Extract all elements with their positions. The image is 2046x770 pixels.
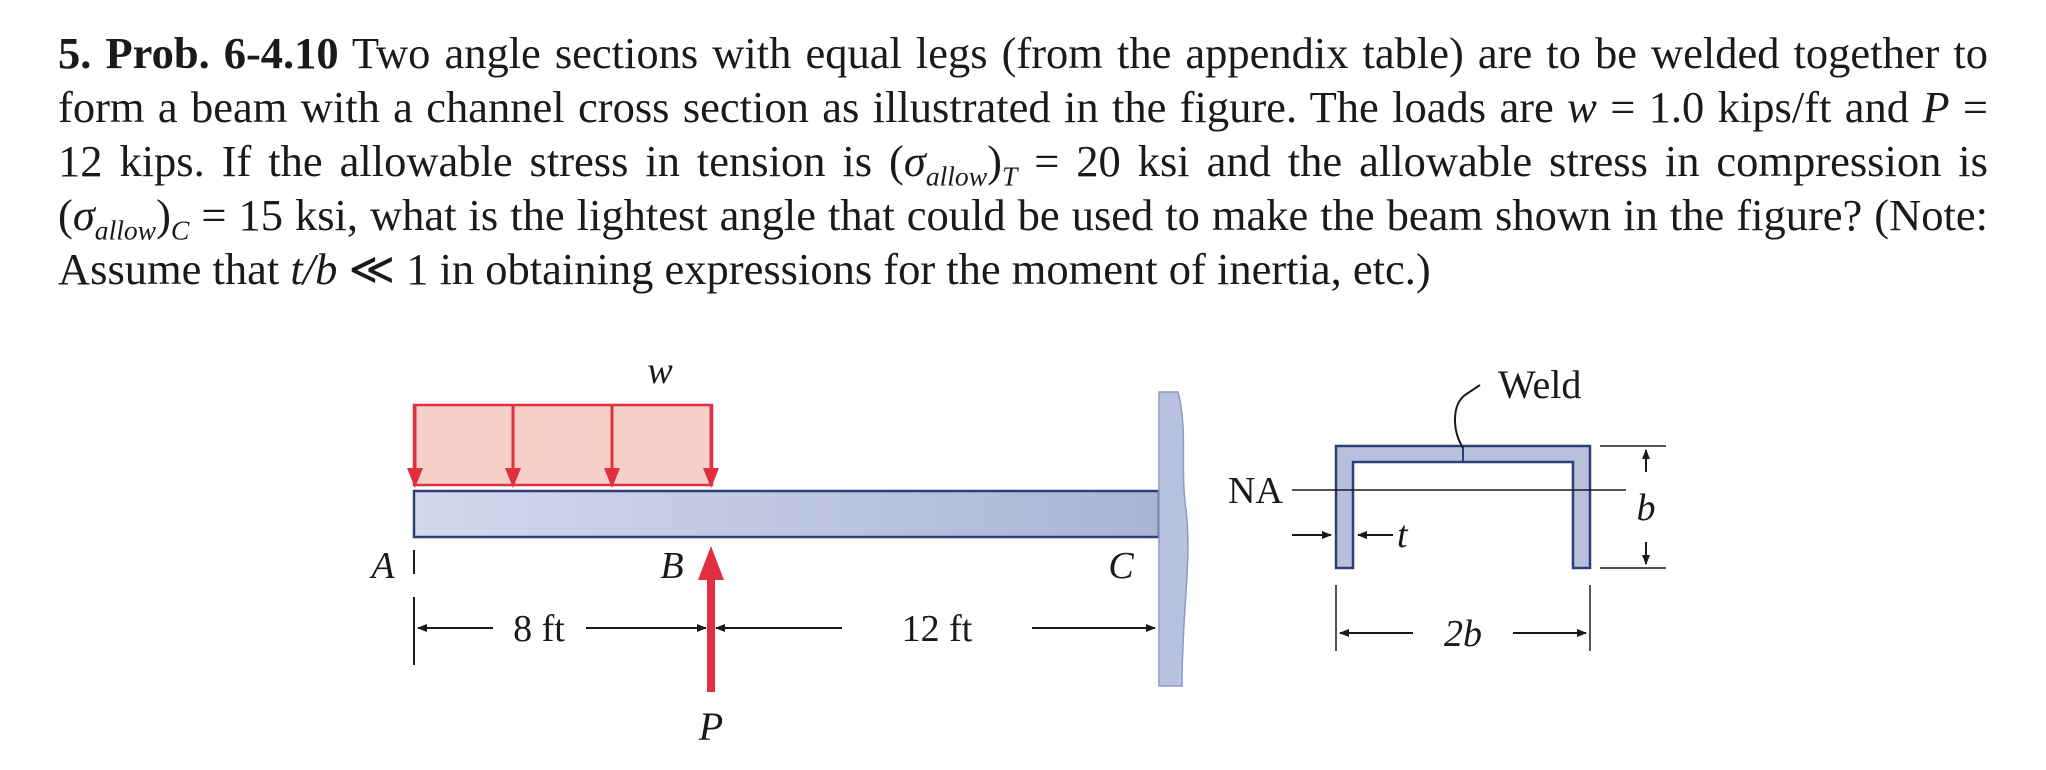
problem-statement: 5. Prob. 6-4.10 Two angle sections with … bbox=[58, 26, 1988, 296]
dimension-left-label: 8 ft bbox=[513, 608, 565, 650]
point-a-label: A bbox=[368, 545, 395, 587]
w-value: = 1.0 kips/ft and bbox=[1596, 82, 1923, 132]
sigma-symbol-c: σ bbox=[72, 190, 95, 240]
load-arrow bbox=[703, 405, 719, 488]
p-symbol: P bbox=[1922, 82, 1950, 132]
load-arrow bbox=[604, 405, 620, 488]
problem-reference: Prob. 6-4.10 bbox=[105, 28, 339, 78]
force-p-arrow bbox=[698, 546, 724, 692]
load-label: w bbox=[647, 350, 673, 392]
text-end: ≪ 1 in obtaining expressions for the mom… bbox=[337, 244, 1431, 294]
dimension-right: 12 ft bbox=[715, 608, 1156, 650]
thickness-label: t bbox=[1397, 514, 1409, 556]
load-arrow bbox=[407, 405, 423, 488]
channel-section: Weld NA t b 2b bbox=[1228, 362, 1666, 655]
paren-close-c: ) bbox=[156, 190, 171, 240]
fixed-wall bbox=[1158, 391, 1189, 687]
load-arrow bbox=[505, 405, 521, 488]
sigma-symbol-t: σ bbox=[903, 136, 926, 186]
problem-number: 5. bbox=[58, 28, 92, 78]
allow-subscript-c: allow bbox=[94, 214, 157, 246]
p-value: = 12 kips. If the allowable stress in te… bbox=[58, 82, 1988, 186]
force-p-label: P bbox=[698, 704, 723, 749]
t-over-b: t/b bbox=[290, 244, 338, 294]
channel-shape bbox=[1334, 444, 1592, 570]
tension-subscript: T bbox=[1001, 160, 1018, 192]
height-dimension: b bbox=[1600, 445, 1666, 569]
point-c-label: C bbox=[1108, 545, 1134, 587]
neutral-axis-label: NA bbox=[1228, 470, 1283, 512]
beam bbox=[412, 489, 1161, 539]
load-fill bbox=[412, 403, 714, 487]
width-dimension: 2b bbox=[1335, 585, 1591, 655]
text-1: Two angle sections with equal legs (from… bbox=[58, 28, 1989, 132]
tension-value: = 20 ksi and the allowable stress in com… bbox=[58, 136, 1988, 240]
allow-subscript-t: allow bbox=[925, 160, 988, 192]
weld-leader bbox=[1454, 384, 1481, 449]
height-label: b bbox=[1637, 487, 1656, 529]
paren-close-t: ) bbox=[987, 136, 1002, 186]
width-label: 2b bbox=[1444, 613, 1482, 655]
weld-label: Weld bbox=[1498, 362, 1581, 407]
dimension-right-label: 12 ft bbox=[902, 608, 973, 650]
compression-value: = 15 ksi, what is the lightest angle tha… bbox=[58, 190, 1988, 294]
w-symbol: w bbox=[1567, 82, 1597, 132]
point-b-label: B bbox=[660, 545, 683, 587]
distributed-load: w bbox=[407, 350, 719, 488]
dimension-left: 8 ft bbox=[413, 597, 707, 665]
compression-subscript: C bbox=[170, 214, 190, 246]
